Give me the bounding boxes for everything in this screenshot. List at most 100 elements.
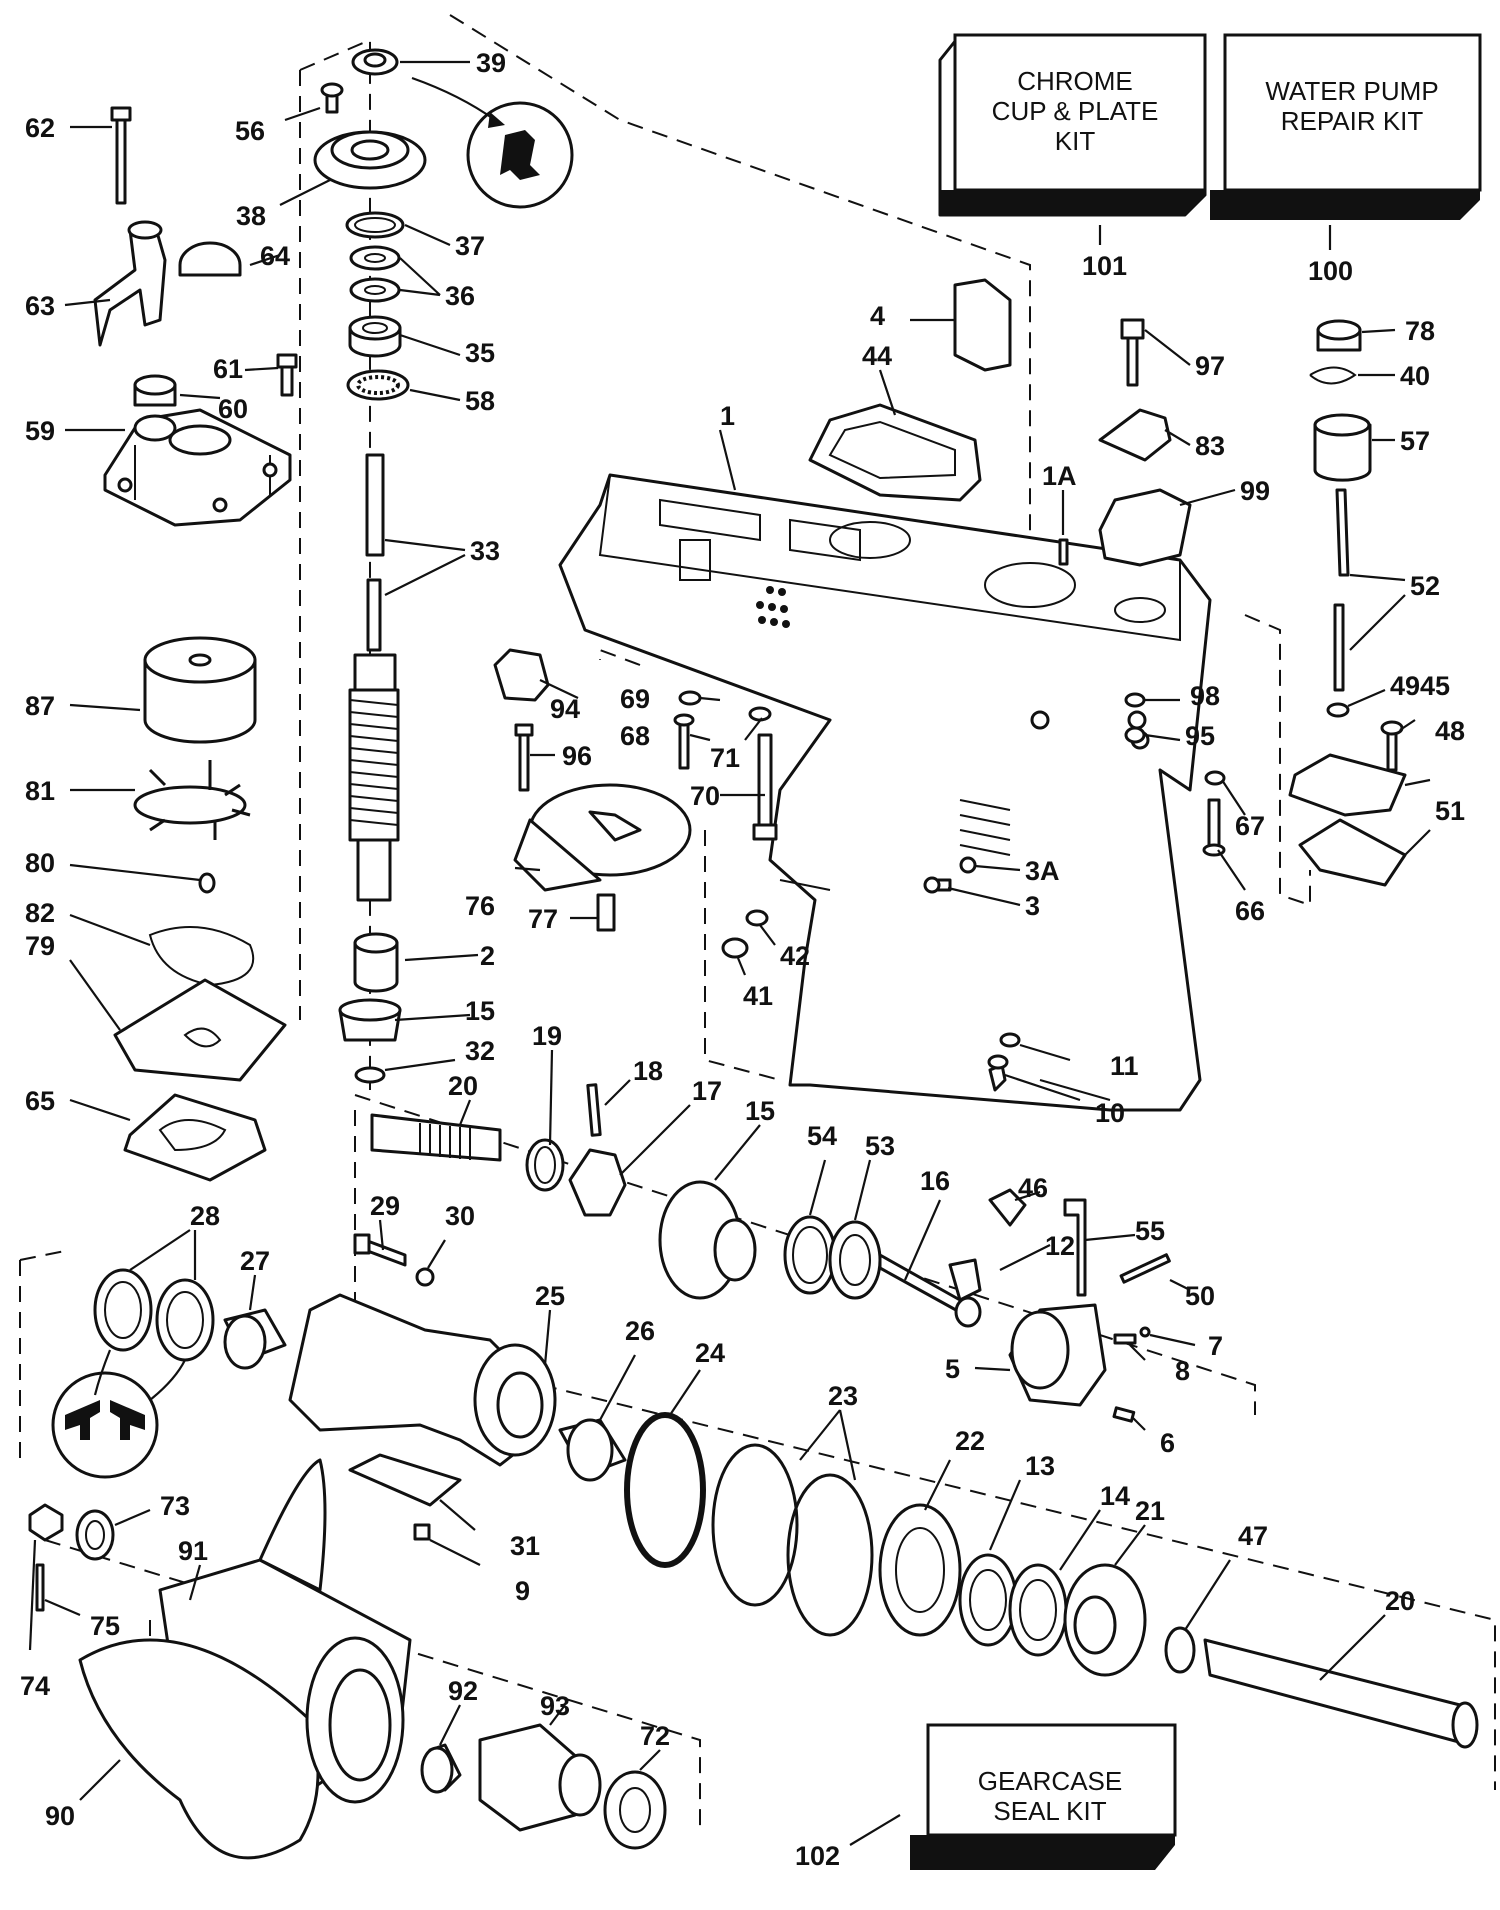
callout-21: 21 <box>1135 1496 1165 1526</box>
callout-labels: 1 1A 2 3 3A 4 5 6 7 8 9 10 11 12 13 14 1… <box>20 48 1465 1871</box>
callout-38: 38 <box>236 201 266 231</box>
callout-53: 53 <box>865 1131 895 1161</box>
callout-27: 27 <box>240 1246 270 1276</box>
leader-lines <box>28 60 1431 1801</box>
callout-20-upper: 20 <box>448 1071 478 1101</box>
callout-46: 46 <box>1018 1173 1048 1203</box>
gearcase-seal-kit-line-1: GEARCASE <box>978 1766 1123 1796</box>
callout-98: 98 <box>1190 681 1220 711</box>
callout-23: 23 <box>828 1381 858 1411</box>
callout-91: 91 <box>178 1536 208 1566</box>
callout-83: 83 <box>1195 431 1225 461</box>
callout-71: 71 <box>710 743 740 773</box>
callout-2: 2 <box>480 941 495 971</box>
callout-16: 16 <box>920 1166 950 1196</box>
callout-59: 59 <box>25 416 55 446</box>
callout-17: 17 <box>692 1076 722 1106</box>
upper-mid-parts <box>493 278 1069 1092</box>
gearcase-seal-kit-line-2: SEAL KIT <box>993 1796 1106 1826</box>
callout-8: 8 <box>1175 1356 1190 1386</box>
callout-4: 4 <box>870 301 885 331</box>
callout-42: 42 <box>780 941 810 971</box>
callout-3: 3 <box>1025 891 1040 921</box>
gearcase-housing <box>558 473 1212 1112</box>
callout-94: 94 <box>550 694 580 724</box>
water-pump-kit-line-2: REPAIR KIT <box>1281 106 1424 136</box>
callout-35: 35 <box>465 338 495 368</box>
callout-78: 78 <box>1405 316 1435 346</box>
callout-69: 69 <box>620 684 650 714</box>
callout-49: 49 <box>1390 671 1420 701</box>
water-pump-kit-box: WATER PUMP REPAIR KIT <box>1210 33 1482 220</box>
callout-61: 61 <box>213 354 243 384</box>
water-pump-group <box>93 106 298 1182</box>
callout-41: 41 <box>743 981 773 1011</box>
callout-90: 90 <box>45 1801 75 1831</box>
callout-1: 1 <box>720 401 735 431</box>
callout-75: 75 <box>90 1611 120 1641</box>
callout-52: 52 <box>1410 571 1440 601</box>
callout-82: 82 <box>25 898 55 928</box>
callout-20-lower: 20 <box>1385 1586 1415 1616</box>
callout-77: 77 <box>528 904 558 934</box>
callout-95: 95 <box>1185 721 1215 751</box>
callout-80: 80 <box>25 848 55 878</box>
callout-25: 25 <box>535 1281 565 1311</box>
callout-96: 96 <box>562 741 592 771</box>
callout-101: 101 <box>1082 251 1127 281</box>
callout-74: 74 <box>20 1671 50 1701</box>
callout-64: 64 <box>260 241 290 271</box>
chrome-cup-kit-line-3: KIT <box>1055 126 1096 156</box>
callout-57: 57 <box>1400 426 1430 456</box>
right-column-parts <box>1098 318 1407 887</box>
callout-7: 7 <box>1208 1331 1223 1361</box>
callout-10: 10 <box>1095 1098 1125 1128</box>
chrome-cup-kit-line-1: CHROME <box>1017 66 1133 96</box>
callout-79: 79 <box>25 931 55 961</box>
callout-14: 14 <box>1100 1481 1130 1511</box>
callout-37: 37 <box>455 231 485 261</box>
callout-67: 67 <box>1235 811 1265 841</box>
callout-44: 44 <box>862 341 892 371</box>
callout-36: 36 <box>445 281 475 311</box>
callout-32: 32 <box>465 1036 495 1066</box>
callout-45: 45 <box>1420 671 1450 701</box>
callout-30: 30 <box>445 1201 475 1231</box>
callout-87: 87 <box>25 691 55 721</box>
gearcase-seal-kit-box: GEARCASE SEAL KIT <box>910 1723 1177 1870</box>
callout-12: 12 <box>1045 1231 1075 1261</box>
propeller-group <box>28 1458 667 1860</box>
lubricant-icon <box>411 76 574 209</box>
callout-62: 62 <box>25 113 55 143</box>
callout-40: 40 <box>1400 361 1430 391</box>
lower-assembly-parts <box>93 1083 1479 1749</box>
callout-15-gear: 15 <box>745 1096 775 1126</box>
callout-1a: 1A <box>1042 461 1077 491</box>
water-pump-kit-line-1: WATER PUMP <box>1265 76 1438 106</box>
callout-9: 9 <box>515 1576 530 1606</box>
callout-29: 29 <box>370 1191 400 1221</box>
callout-5: 5 <box>945 1354 960 1384</box>
callout-102: 102 <box>795 1841 840 1871</box>
callout-63: 63 <box>25 291 55 321</box>
callout-11: 11 <box>1110 1051 1139 1081</box>
callout-33: 33 <box>470 536 500 566</box>
seal-install-icon <box>51 1349 186 1479</box>
callout-28: 28 <box>190 1201 220 1231</box>
callout-3a: 3A <box>1025 856 1060 886</box>
callout-58: 58 <box>465 386 495 416</box>
callout-15-pinion: 15 <box>465 996 495 1026</box>
callout-19: 19 <box>532 1021 562 1051</box>
callout-72: 72 <box>640 1721 670 1751</box>
callout-99: 99 <box>1240 476 1270 506</box>
callout-48: 48 <box>1435 716 1465 746</box>
callout-70: 70 <box>690 781 720 811</box>
callout-24: 24 <box>695 1338 725 1368</box>
callout-68: 68 <box>620 721 650 751</box>
callout-22: 22 <box>955 1426 985 1456</box>
callout-6: 6 <box>1160 1428 1175 1458</box>
callout-51: 51 <box>1435 796 1465 826</box>
callout-93: 93 <box>540 1691 570 1721</box>
callout-13: 13 <box>1025 1451 1055 1481</box>
